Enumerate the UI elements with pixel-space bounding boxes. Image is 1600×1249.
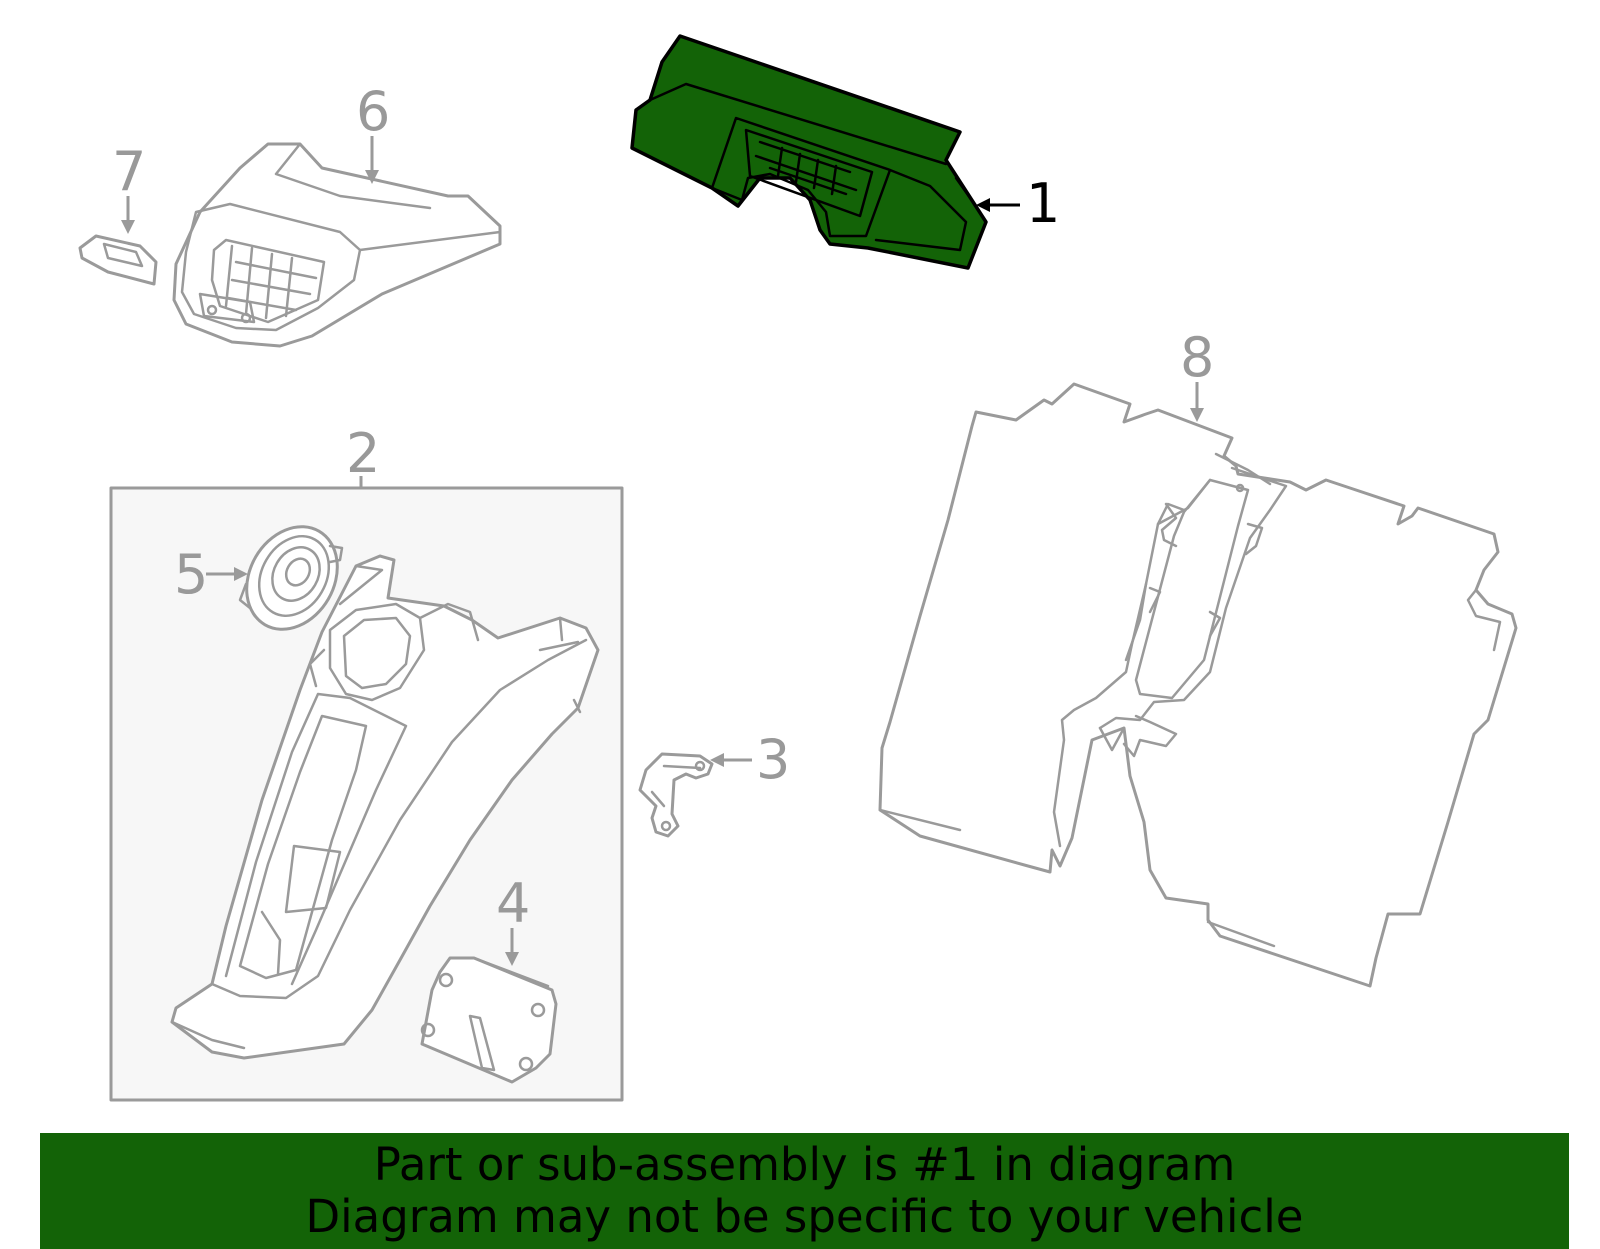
- callout-2-label: 2: [346, 422, 380, 485]
- callout-3-arrowhead: [710, 753, 724, 767]
- callout-8-label: 8: [1180, 326, 1214, 389]
- part-7-lamp-lens[interactable]: [78, 234, 158, 286]
- part-3-bracket[interactable]: [638, 752, 714, 838]
- callout-5-arrowhead: [234, 567, 248, 581]
- callout-5-label: 5: [174, 543, 208, 606]
- banner-line-disclaimer: Diagram may not be specific to your vehi…: [305, 1190, 1304, 1243]
- part-4-control-module[interactable]: [420, 956, 558, 1084]
- callout-7-arrowhead: [121, 220, 135, 234]
- part-1-highlighted[interactable]: [630, 34, 988, 270]
- callout-1-label: 1: [1026, 172, 1060, 235]
- banner-line-part-number: Part or sub-assembly is #1 in diagram: [373, 1138, 1236, 1191]
- callout-4-label: 4: [496, 872, 530, 935]
- part-5-speaker[interactable]: [229, 510, 356, 646]
- callout-6-arrowhead: [365, 170, 379, 184]
- callout-6-label: 6: [356, 80, 390, 143]
- callout-3-label: 3: [756, 728, 790, 791]
- callout-1-arrowhead: [976, 198, 990, 212]
- part-6-overhead-console[interactable]: [172, 142, 502, 348]
- part-info-banner: Part or sub-assembly is #1 in diagram Di…: [40, 1133, 1569, 1249]
- part-8-insulator-panel[interactable]: [878, 382, 1518, 988]
- callout-4-arrowhead: [505, 952, 519, 966]
- callout-8-arrowhead: [1190, 408, 1204, 422]
- part-2-floor-console[interactable]: [170, 554, 600, 1060]
- callout-7-label: 7: [112, 140, 146, 203]
